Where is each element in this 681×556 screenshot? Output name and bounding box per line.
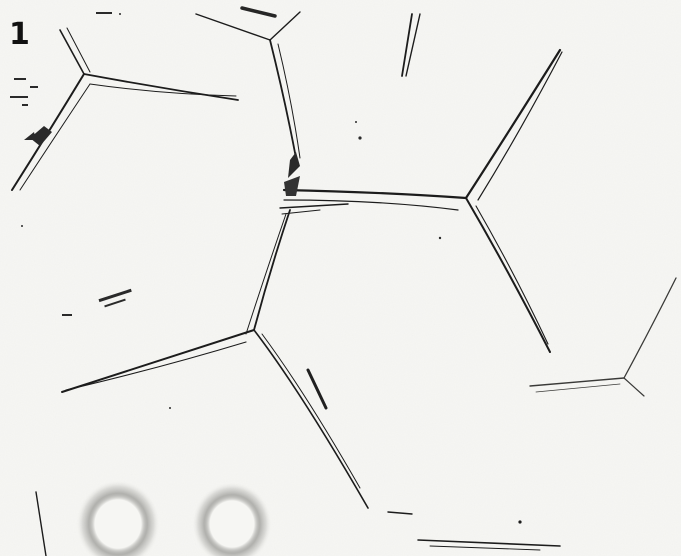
spicule-bottom-fragments [35,491,561,556]
spicule-lower-left [61,209,369,509]
debris-specks [10,12,442,409]
figure-number-label: 1 [9,17,30,52]
spicule-center-right [279,48,563,353]
spicule-right-edge [529,277,677,397]
stained-cells [76,480,272,556]
spicule-top-center [195,6,301,159]
spicule-needle-top [401,13,421,77]
